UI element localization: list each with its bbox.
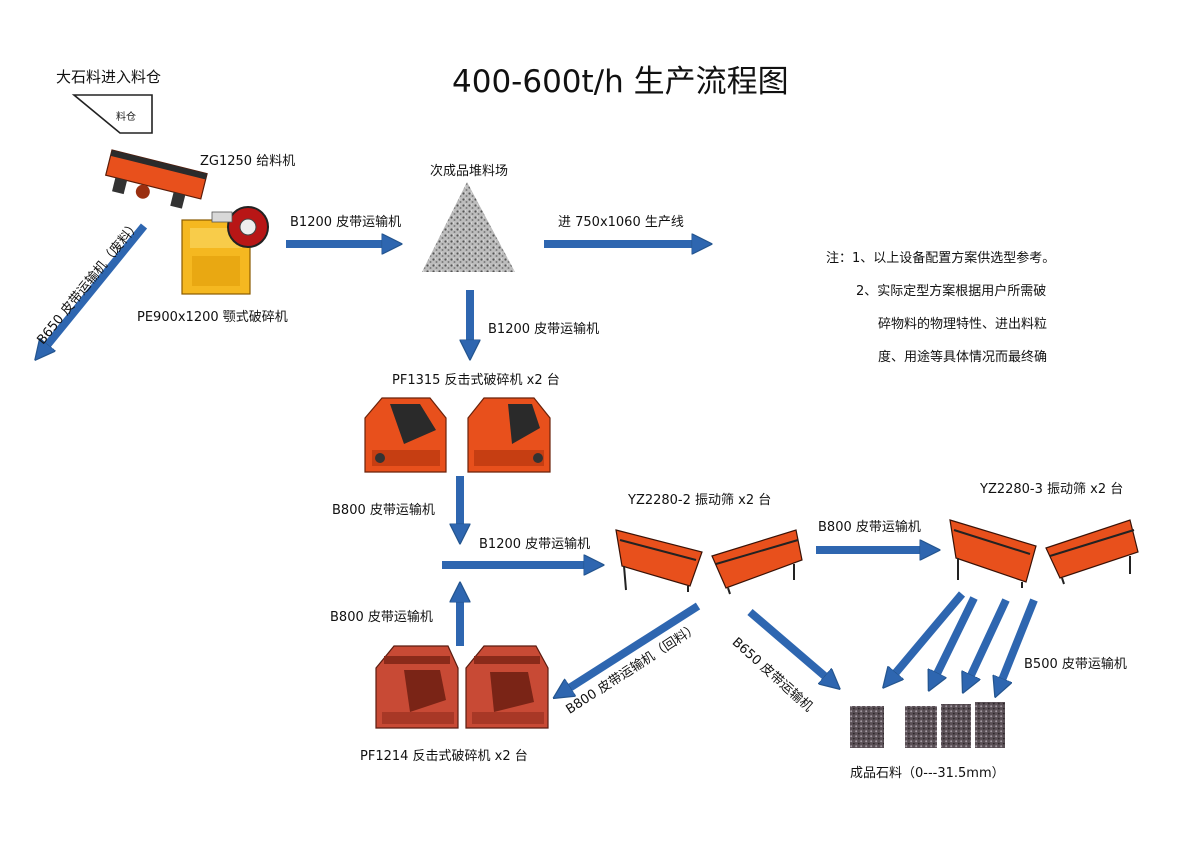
arrow-return-conveyor [560, 602, 701, 694]
note-line-3: 碎物料的物理特性、进出料粒 [878, 317, 1048, 332]
screen-2-label: YZ2280-3 振动筛 x2 台 [980, 482, 1124, 497]
conveyor-b500-label: B500 皮带运输机 [1024, 657, 1127, 672]
product-sample-3-icon [941, 704, 971, 748]
note-line-2: 2、实际定型方案根据用户所需破 [856, 284, 1047, 299]
intake-label: 大石料进入料仓 [56, 68, 162, 86]
vibrating-screen-2a-icon [949, 519, 1037, 588]
impact-crusher-1b-icon [467, 397, 551, 473]
note-line-1: 注：1、以上设备配置方案供选型参考。 [826, 251, 1056, 266]
hopper-label: 料仓 [116, 110, 136, 123]
conveyor-b800-a-label: B800 皮带运输机 [332, 503, 435, 518]
arrow-b500-1 [888, 591, 966, 682]
impact-crusher-2-label: PF1214 反击式破碎机 x2 台 [360, 749, 528, 764]
to-line-label: 进 750x1060 生产线 [558, 215, 684, 230]
impact-crusher-1a-icon [364, 397, 447, 473]
impact-crusher-1-label: PF1315 反击式破碎机 x2 台 [392, 373, 560, 388]
product-sample-1-icon [850, 706, 884, 748]
hopper-icon [71, 94, 153, 134]
arrow-waste-conveyor [40, 223, 148, 354]
stockpile-label: 次成品堆料场 [430, 164, 509, 179]
product-sample-4-icon [975, 702, 1005, 748]
conveyor-b800-b-label: B800 皮带运输机 [818, 520, 921, 535]
vibrating-screen-1a-icon [615, 529, 703, 592]
conveyor-b1200-b-label: B1200 皮带运输机 [479, 537, 591, 552]
impact-crusher-2b-icon [465, 645, 549, 729]
conveyor-to-stockpile-label: B1200 皮带运输机 [290, 215, 402, 230]
vibrating-screen-1b-icon [711, 529, 803, 595]
jaw-crusher-label: PE900x1200 颚式破碎机 [137, 310, 288, 325]
arrow-b650-to-product [747, 608, 834, 684]
arrow-b500-2 [932, 596, 978, 684]
product-label: 成品石料（0---31.5mm） [850, 766, 1005, 781]
feeder-label: ZG1250 给料机 [200, 154, 296, 169]
arrow-b500-4 [998, 598, 1038, 690]
arrow-b500-3 [966, 598, 1010, 686]
diagram-title: 400-600t/h 生产流程图 [452, 64, 789, 100]
note-line-4: 度、用途等具体情况而最终确 [878, 350, 1048, 365]
jaw-crusher-icon [181, 206, 269, 295]
screen-1-label: YZ2280-2 振动筛 x2 台 [628, 493, 772, 508]
feeder-machine-icon [104, 149, 208, 209]
vibrating-screen-2b-icon [1045, 519, 1139, 585]
conveyor-down-label: B1200 皮带运输机 [488, 322, 600, 337]
stockpile-icon [422, 182, 515, 272]
product-sample-2-icon [905, 706, 937, 748]
impact-crusher-2a-icon [375, 645, 459, 729]
conveyor-b800-c-label: B800 皮带运输机 [330, 610, 433, 625]
